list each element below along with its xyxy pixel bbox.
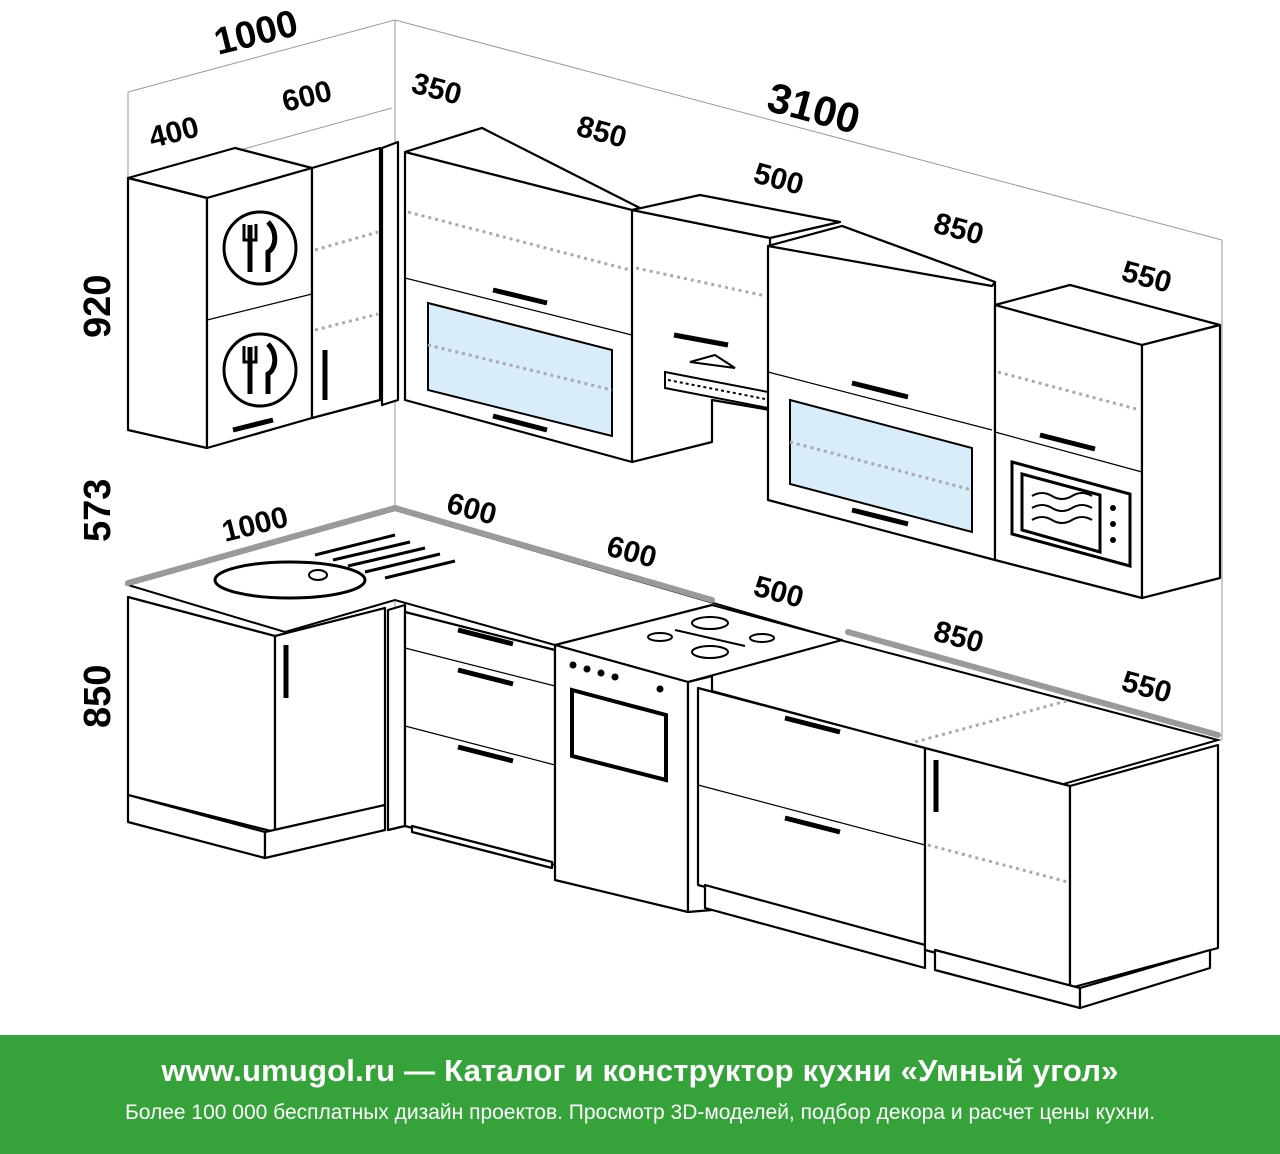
upper-cabinet-850 bbox=[380, 126, 642, 464]
dim-lower-500: 500 bbox=[750, 570, 807, 615]
lower-drawer-cabinet bbox=[386, 603, 557, 870]
oven-door bbox=[570, 687, 668, 783]
dim-upper-corner-depth: 1000 bbox=[210, 3, 302, 64]
dim-height-gap: 573 bbox=[77, 479, 119, 542]
lower-corner-cabinet bbox=[126, 595, 387, 860]
lower-cabinet-550 bbox=[923, 743, 1220, 1010]
dim-upper-total-width: 3100 bbox=[763, 73, 865, 143]
plate-icon bbox=[222, 210, 298, 286]
kitchen-diagram: 1000 400 600 350 3100 850 500 850 550 92… bbox=[77, 3, 1223, 1010]
dim-height-base: 850 bbox=[77, 665, 119, 728]
dim-lower-850: 850 bbox=[930, 615, 987, 660]
footer-title[interactable]: www.umugol.ru — Каталог и конструктор ку… bbox=[161, 1053, 1119, 1088]
footer-subtitle: Более 100 000 бесплатных дизайн проектов… bbox=[124, 1101, 1156, 1124]
sink-icon bbox=[213, 533, 456, 600]
microwave-icon bbox=[1010, 460, 1132, 568]
dim-upper-550: 550 bbox=[1118, 255, 1175, 300]
plate-icon bbox=[222, 332, 298, 408]
upper-cabinet-glass-850 bbox=[766, 224, 997, 562]
dim-upper-side-600: 600 bbox=[279, 75, 336, 119]
upper-cabinet-microwave-550 bbox=[993, 283, 1222, 600]
dim-upper-side-400: 400 bbox=[146, 111, 203, 155]
dim-upper-850-b: 850 bbox=[930, 207, 987, 252]
footer-banner: www.umugol.ru — Каталог и конструктор ку… bbox=[0, 1035, 1280, 1154]
lower-drawers-850 bbox=[696, 686, 927, 970]
dim-upper-350: 350 bbox=[408, 67, 465, 112]
dim-upper-500: 500 bbox=[750, 157, 807, 202]
dim-lower-550: 550 bbox=[1118, 665, 1175, 710]
dim-height-upper: 920 bbox=[77, 275, 119, 338]
burner-icon bbox=[647, 616, 775, 659]
dim-upper-850-a: 850 bbox=[573, 110, 630, 155]
